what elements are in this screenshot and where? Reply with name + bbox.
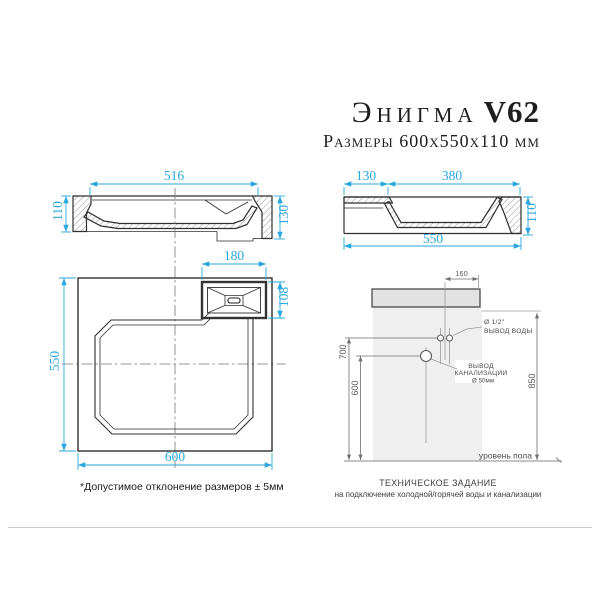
front-right-wall bbox=[251, 195, 273, 240]
drain-label-backdrop bbox=[455, 360, 507, 383]
model-name: Энигма bbox=[351, 96, 478, 129]
overflow-slot bbox=[227, 297, 241, 304]
floor-level-label: уровень пола bbox=[479, 451, 532, 461]
front-bowl-floor bbox=[83, 205, 258, 230]
water-outlet-label: ВЫВОД ВОДЫ bbox=[484, 328, 533, 335]
side-deck bbox=[343, 196, 394, 204]
dim-side-total: 550 bbox=[423, 231, 444, 246]
dim-total-height: 850 bbox=[527, 373, 537, 388]
water-size-label: Ø 1/2" bbox=[484, 319, 505, 326]
drain-label-line2: КАНАЛИЗАЦИИ bbox=[454, 370, 507, 377]
top-view bbox=[62, 188, 286, 468]
dim-top-depth: 550 bbox=[47, 351, 62, 372]
technical-task-block: ТЕХНИЧЕСКОЕ ЗАДАНИЕ на подключение холод… bbox=[328, 478, 548, 499]
drain-outlet bbox=[419, 349, 433, 363]
technical-task-subtitle: на подключение холодной/горячей воды и к… bbox=[334, 490, 542, 499]
technical-task-title: ТЕХНИЧЕСКОЕ ЗАДАНИЕ bbox=[379, 478, 497, 488]
installation-dim-lines bbox=[345, 276, 540, 460]
dim-faucet-offset: 160 bbox=[455, 269, 468, 278]
side-view-dimensions bbox=[343, 181, 533, 250]
side-right-wall bbox=[498, 196, 522, 235]
dim-side-deck: 130 bbox=[356, 168, 377, 183]
sink-outer-edge bbox=[77, 277, 273, 452]
drain-leader-line bbox=[430, 358, 458, 370]
footer-divider bbox=[8, 527, 592, 528]
top-view-dimensions bbox=[59, 261, 285, 470]
drain-label-line1: ВЫВОД bbox=[468, 363, 494, 370]
drain-size-label: Ø 50мм bbox=[472, 378, 494, 385]
dim-water-height: 700 bbox=[338, 344, 348, 359]
dim-top-width: 600 bbox=[165, 449, 186, 464]
size-line: Размеры 600x550x110 мм bbox=[323, 130, 540, 151]
water-outlet-right bbox=[446, 334, 453, 342]
dim-overflow-width: 180 bbox=[224, 248, 245, 263]
water-leader-line bbox=[452, 326, 483, 336]
dim-side-height: 110 bbox=[524, 203, 539, 223]
dim-front-height-right: 130 bbox=[276, 205, 291, 226]
tolerance-note: *Допустимое отклонение размеров ± 5мм bbox=[80, 481, 284, 493]
sink-silhouette bbox=[371, 288, 481, 308]
installation-view: 160 700 600 850 Ø 1/2" ВЫВОД ВОДЫ ВЫВОД … bbox=[338, 269, 562, 463]
side-view bbox=[343, 196, 522, 235]
wall-area bbox=[373, 307, 482, 461]
dim-overflow-depth: 108 bbox=[276, 287, 291, 308]
overflow-box bbox=[200, 280, 268, 320]
dim-drain-height: 600 bbox=[350, 380, 360, 395]
dim-front-width: 516 bbox=[164, 168, 185, 183]
side-bowl-floor bbox=[383, 196, 503, 229]
dim-front-height-left: 110 bbox=[50, 201, 65, 221]
water-outlet-left bbox=[437, 334, 444, 342]
dim-side-bowl: 380 bbox=[442, 168, 463, 183]
front-view-dimensions bbox=[61, 181, 285, 240]
model-code: V62 bbox=[483, 94, 540, 129]
front-view bbox=[72, 195, 273, 242]
